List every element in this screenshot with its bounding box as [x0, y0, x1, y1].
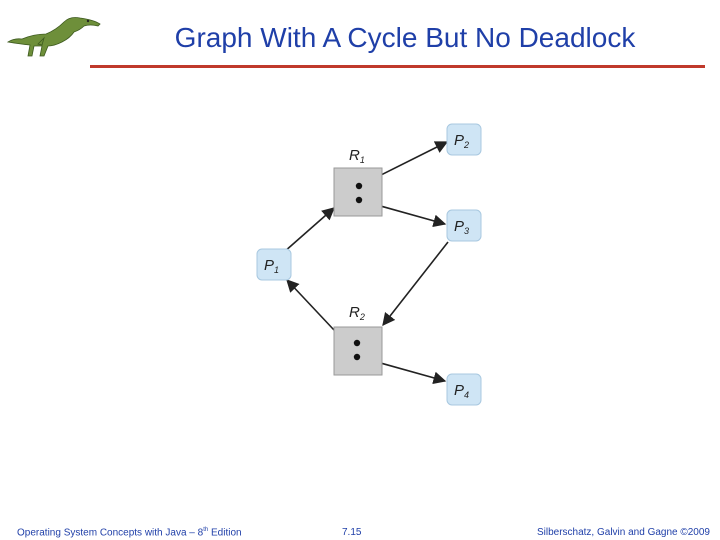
page-number: 7.15	[342, 527, 362, 538]
resource-r1: R1	[333, 147, 383, 217]
svg-text:P2: P2	[454, 132, 469, 150]
edge-p3-r2	[382, 241, 449, 327]
svg-text:R1: R1	[349, 147, 365, 165]
svg-text:P1: P1	[264, 257, 279, 275]
edge-r2-p1	[286, 279, 335, 331]
process-p1: P1	[256, 248, 292, 281]
svg-text:P4: P4	[454, 382, 469, 400]
resource-r2: R2	[333, 304, 383, 376]
footer-copyright: Silberschatz, Galvin and Gagne ©2009	[536, 527, 710, 538]
title-underline	[90, 65, 705, 68]
page-title: Graph With A Cycle But No Deadlock	[174, 22, 636, 53]
svg-text:R2: R2	[349, 304, 365, 322]
process-p2: P2	[446, 123, 482, 156]
process-p3: P3	[446, 209, 482, 242]
footer-book-title: Operating System Concepts with Java – 8t…	[17, 527, 242, 539]
edge-p1-r1	[283, 207, 335, 253]
svg-text:P3: P3	[454, 218, 469, 236]
dinosaur-icon	[6, 17, 101, 57]
process-p4: P4	[446, 373, 482, 406]
